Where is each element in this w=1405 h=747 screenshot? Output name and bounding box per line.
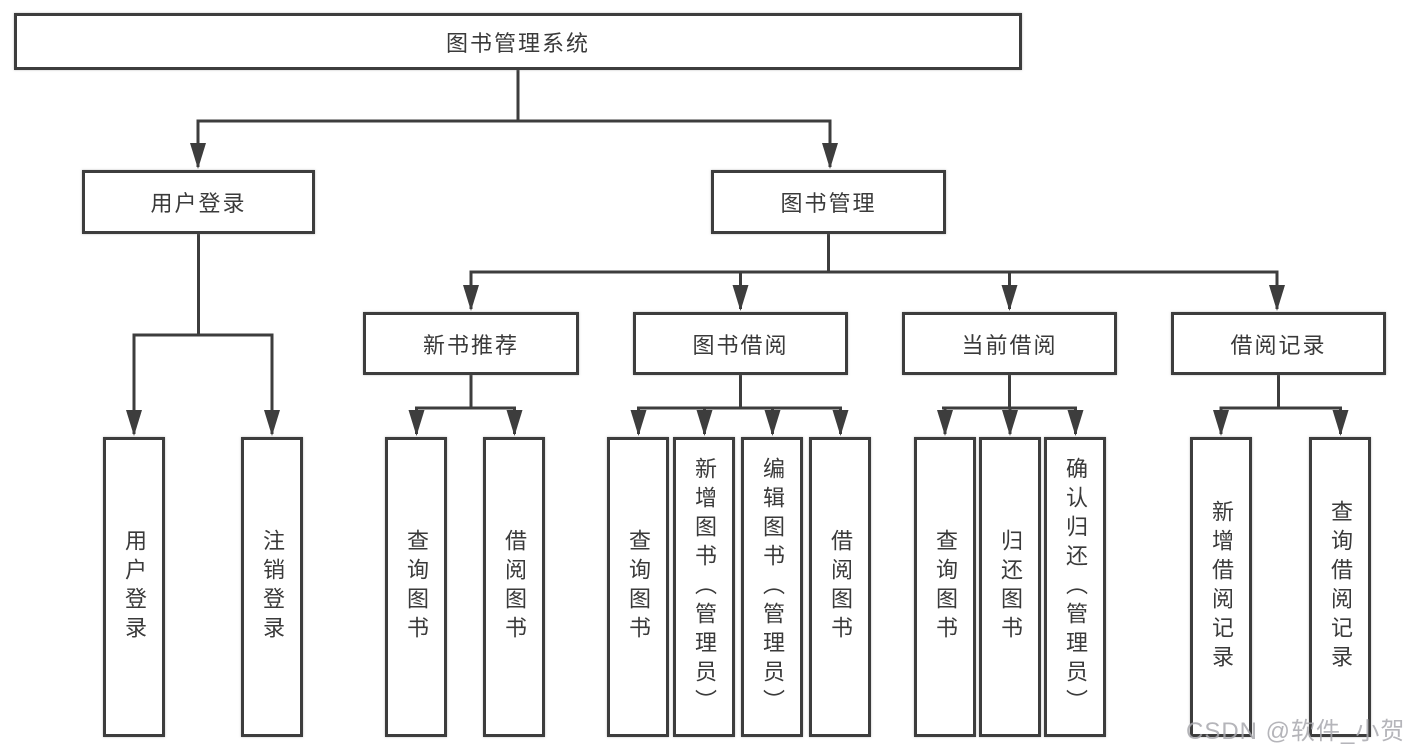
leaf-br-query-borrow-record: 查询借阅记录 (1309, 437, 1371, 737)
leaf-cb-confirm-return-admin: 确认归还（管理员） (1044, 437, 1106, 737)
connector-current-borrowing-children (937, 375, 1084, 436)
node-library-management-system: 图书管理系统 (14, 13, 1022, 70)
leaf-nbr-query-books: 查询图书 (385, 437, 447, 737)
node-book-borrowing: 图书借阅 (633, 312, 848, 375)
leaf-br-add-borrow-record: 新增借阅记录 (1190, 437, 1252, 737)
connector-new-book-recommendation-children (408, 375, 523, 436)
node-new-book-recommendation: 新书推荐 (363, 312, 579, 375)
connector-user-login-children (126, 234, 280, 436)
leaf-cb-query-books: 查询图书 (914, 437, 976, 737)
leaf-user-login: 用户登录 (103, 437, 165, 737)
connector-root-to-level2 (190, 70, 838, 169)
node-book-management: 图书管理 (711, 170, 946, 234)
leaf-cb-return-books: 归还图书 (979, 437, 1041, 737)
leaf-bb-add-books-admin: 新增图书（管理员） (673, 437, 735, 737)
leaf-bb-borrow-books: 借阅图书 (809, 437, 871, 737)
leaf-logout: 注销登录 (241, 437, 303, 737)
watermark: CSDN @软件_小贺同学 (1186, 718, 1405, 745)
connector-book-borrowing-children (630, 375, 849, 436)
node-current-borrowing: 当前借阅 (902, 312, 1117, 375)
connector-book-management-children (463, 234, 1285, 311)
leaf-nbr-borrow-books: 借阅图书 (483, 437, 545, 737)
node-borrowing-records: 借阅记录 (1171, 312, 1386, 375)
leaf-bb-edit-books-admin: 编辑图书（管理员） (741, 437, 803, 737)
connector-borrowing-records-children (1213, 375, 1349, 436)
node-user-login: 用户登录 (82, 170, 315, 234)
leaf-bb-query-books: 查询图书 (607, 437, 669, 737)
